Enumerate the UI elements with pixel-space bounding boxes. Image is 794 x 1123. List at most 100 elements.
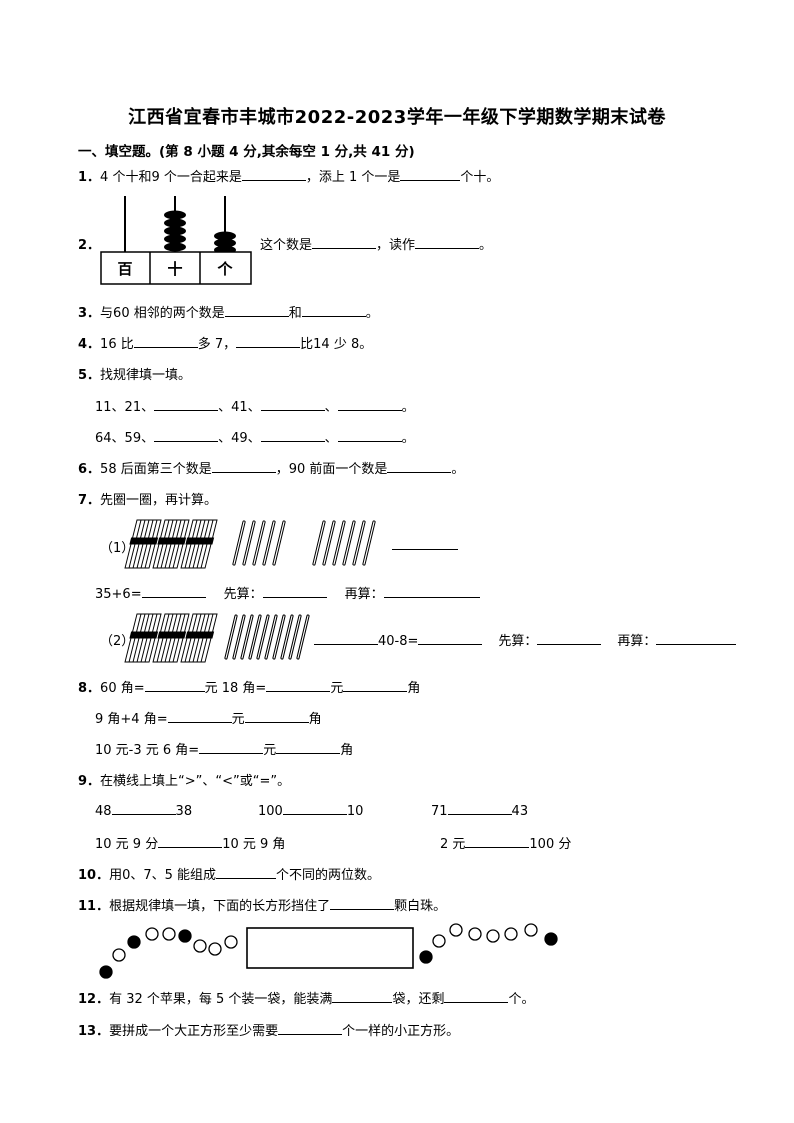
- part-label-1: （1）: [100, 541, 135, 556]
- answer-blank[interactable]: [537, 632, 602, 645]
- pattern-text: 、: [324, 431, 338, 446]
- question-8-line-3: 10 元-3 元 6 角=元角: [95, 739, 353, 758]
- compare-right: 43: [511, 804, 529, 819]
- answer-blank[interactable]: [216, 866, 277, 879]
- pattern-row-2: 64、59、、49、、。: [95, 427, 415, 446]
- question-number: 7．: [78, 493, 101, 508]
- question-text: ，读作: [376, 238, 416, 253]
- question-2: 这个数是，读作。: [260, 234, 492, 253]
- question-number: 1．: [78, 170, 101, 185]
- pattern-text: 。: [401, 431, 415, 446]
- question-number: 4．: [78, 337, 101, 352]
- question-2-number: 2．: [78, 234, 100, 253]
- question-text: 和: [288, 306, 302, 321]
- page-title: 江西省宜春市丰城市2022-2023学年一年级下学期数学期末试卷: [128, 107, 666, 128]
- pattern-text: 、49、: [218, 431, 261, 446]
- question-4: 4．16 比多 7，比14 少 8。: [78, 333, 372, 352]
- question-text: 。: [451, 462, 465, 477]
- answer-blank[interactable]: [133, 335, 198, 348]
- compare-right: 38: [175, 804, 193, 819]
- answer-blank[interactable]: [312, 236, 377, 249]
- answer-blank[interactable]: [276, 741, 341, 754]
- answer-blank[interactable]: [314, 632, 378, 645]
- question-number: 11．: [78, 899, 110, 914]
- question-10: 10．用0、7、5 能组成个不同的两位数。: [78, 864, 380, 883]
- answer-blank[interactable]: [301, 304, 366, 317]
- answer-blank[interactable]: [444, 990, 509, 1003]
- question-text: 个不同的两位数。: [276, 868, 381, 883]
- answer-blank[interactable]: [415, 236, 480, 249]
- answer-blank[interactable]: [144, 679, 205, 692]
- pattern-text: 。: [401, 400, 415, 415]
- question-text: 10 元-3 元 6 角=: [95, 743, 200, 758]
- answer-blank[interactable]: [337, 398, 402, 411]
- answer-blank[interactable]: [236, 335, 301, 348]
- answer-blank[interactable]: [330, 897, 395, 910]
- question-number: 12．: [78, 992, 110, 1007]
- answer-blank[interactable]: [418, 632, 483, 645]
- question-3: 3．与60 相邻的两个数是和。: [78, 302, 379, 321]
- question-5: 5．找规律填一填。: [78, 364, 191, 383]
- section-heading: 一、填空题。(第 8 小题 4 分,其余每空 1 分,共 41 分): [78, 144, 415, 160]
- answer-blank[interactable]: [337, 429, 402, 442]
- compare-right: 100 分: [529, 837, 572, 852]
- question-number: 2．: [78, 238, 101, 253]
- place-label-ones: 个: [216, 260, 233, 278]
- stick-bundles-image-2: [124, 613, 310, 663]
- answer-blank[interactable]: [383, 585, 480, 598]
- answer-blank[interactable]: [241, 168, 306, 181]
- answer-blank[interactable]: [278, 1022, 343, 1035]
- first-step-label: 先算：: [223, 587, 263, 602]
- answer-blank[interactable]: [154, 398, 219, 411]
- place-label-tens: 十: [167, 260, 182, 278]
- answer-blank[interactable]: [392, 537, 458, 550]
- question-text: 先圈一圈，再计算。: [100, 493, 218, 508]
- compare-right: 10 元 9 角: [222, 837, 286, 852]
- answer-blank[interactable]: [387, 460, 452, 473]
- question-text: 在横线上填上“>”、“<”或“=”。: [100, 774, 291, 789]
- question-text: 16 比: [100, 337, 134, 352]
- answer-blank[interactable]: [199, 741, 264, 754]
- answer-blank[interactable]: [260, 398, 325, 411]
- answer-blank[interactable]: [465, 835, 530, 848]
- question-text: 比14 少 8。: [300, 337, 373, 352]
- answer-blank[interactable]: [244, 710, 309, 723]
- question-6: 6．58 后面第三个数是，90 前面一个数是。: [78, 458, 464, 477]
- question-text: 个十。: [460, 170, 500, 185]
- answer-blank[interactable]: [154, 429, 219, 442]
- compare-left: 48: [95, 804, 112, 819]
- question-text: 角: [340, 743, 354, 758]
- question-number: 9．: [78, 774, 101, 789]
- question-text: 根据规律填一填，下面的长方形挡住了: [109, 899, 331, 914]
- question-7: 7．先圈一圈，再计算。: [78, 489, 217, 508]
- question-text: 颗白珠。: [394, 899, 447, 914]
- question-number: 6．: [78, 462, 101, 477]
- abacus-image: 百 十 个: [100, 196, 252, 285]
- answer-blank[interactable]: [211, 460, 276, 473]
- answer-blank[interactable]: [343, 679, 408, 692]
- pattern-text: 、: [324, 400, 338, 415]
- answer-blank[interactable]: [332, 990, 393, 1003]
- answer-blank[interactable]: [400, 168, 461, 181]
- question-1: 1．4 个十和9 个一合起来是，添上 1 个一是个十。: [78, 166, 499, 185]
- equation: 40-8=: [378, 634, 419, 649]
- answer-blank[interactable]: [224, 304, 289, 317]
- answer-blank[interactable]: [111, 802, 176, 815]
- question-text: 有 32 个苹果，每 5 个装一袋，能装满: [109, 992, 333, 1007]
- answer-blank[interactable]: [266, 679, 331, 692]
- answer-blank[interactable]: [260, 429, 325, 442]
- answer-blank[interactable]: [141, 585, 206, 598]
- question-text: 这个数是: [260, 238, 313, 253]
- answer-blank[interactable]: [262, 585, 327, 598]
- compare-item: 48 38: [95, 802, 192, 819]
- answer-blank[interactable]: [282, 802, 347, 815]
- answer-blank[interactable]: [447, 802, 512, 815]
- question-text: ，90 前面一个数是: [275, 462, 388, 477]
- answer-blank[interactable]: [656, 632, 737, 645]
- question-text: 找规律填一填。: [100, 368, 192, 383]
- answer-blank[interactable]: [158, 835, 223, 848]
- answer-blank[interactable]: [167, 710, 232, 723]
